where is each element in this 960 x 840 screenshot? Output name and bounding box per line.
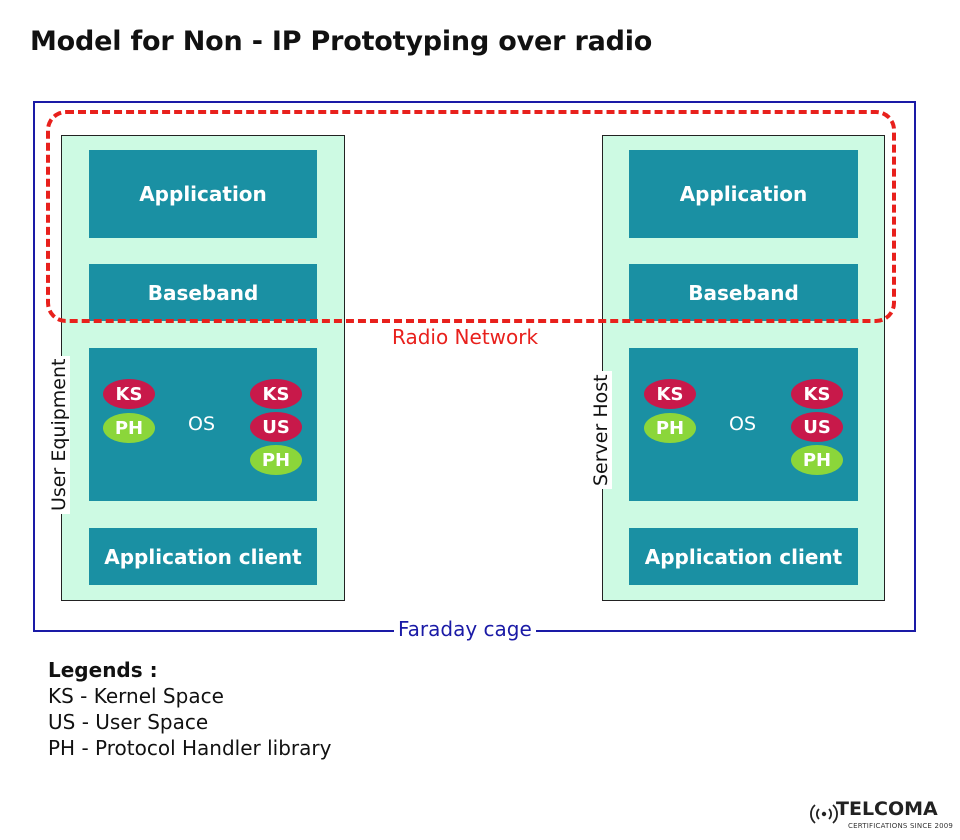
sh-protocol-handler-badge: PH — [644, 413, 696, 443]
sh-baseband-block: Baseband — [629, 264, 858, 321]
ue-side-label: User Equipment — [48, 355, 70, 514]
ue-kernel-space-badge-right: KS — [250, 379, 302, 409]
sh-side-label: Server Host — [590, 371, 612, 489]
ue-protocol-handler-badge: PH — [103, 413, 155, 443]
ue-baseband-block: Baseband — [89, 264, 317, 321]
sh-os-label: OS — [729, 413, 757, 435]
sh-kernel-space-badge: KS — [644, 379, 696, 409]
ue-protocol-handler-badge-right: PH — [250, 445, 302, 475]
legend-item-ks: KS - Kernel Space — [48, 684, 224, 708]
sh-application-client-block: Application client — [629, 528, 858, 585]
logo-name: TELCOMA — [836, 798, 938, 820]
ue-application-client-block: Application client — [89, 528, 317, 585]
telcoma-logo: TELCOMA CERTIFICATIONS SINCE 2009 — [808, 798, 953, 830]
sh-application-block: Application — [629, 150, 858, 238]
radio-network-label: Radio Network — [392, 325, 539, 349]
legend-title: Legends : — [48, 658, 158, 682]
ue-user-space-badge: US — [250, 412, 302, 442]
legend-item-ph: PH - Protocol Handler library — [48, 736, 332, 760]
sh-user-space-badge: US — [791, 412, 843, 442]
broadcast-icon — [810, 804, 838, 824]
page-title: Model for Non - IP Prototyping over radi… — [30, 26, 653, 57]
ue-os-label: OS — [188, 413, 216, 435]
legend-item-us: US - User Space — [48, 710, 209, 734]
sh-protocol-handler-badge-right: PH — [791, 445, 843, 475]
ue-kernel-space-badge: KS — [103, 379, 155, 409]
sh-kernel-space-badge-right: KS — [791, 379, 843, 409]
ue-application-block: Application — [89, 150, 317, 238]
faraday-cage-label: Faraday cage — [394, 616, 536, 642]
radio-network-boundary — [46, 110, 896, 323]
logo-tagline: CERTIFICATIONS SINCE 2009 — [848, 822, 954, 830]
